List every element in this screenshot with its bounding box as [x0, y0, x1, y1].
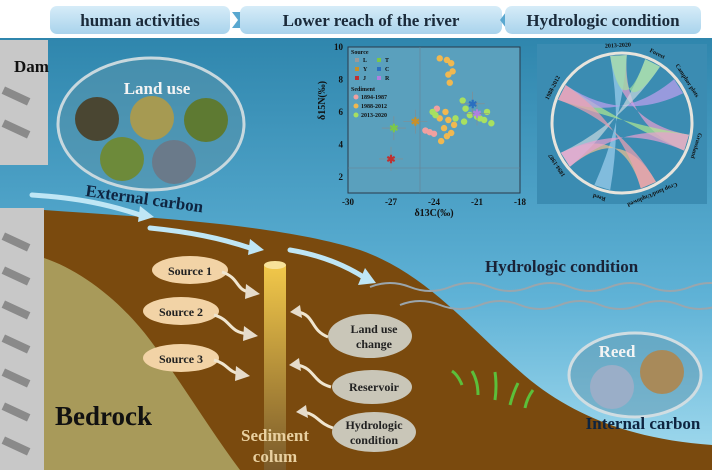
- source-3: Source 3: [143, 344, 219, 372]
- sediment-point: [446, 79, 453, 86]
- sediment-point: [460, 118, 468, 125]
- x-axis-label: δ13C(‰): [414, 208, 453, 219]
- y-tick-label: 4: [339, 139, 344, 149]
- forest-photo: [75, 97, 119, 141]
- sediment-point: [483, 108, 491, 116]
- sediment-point: [462, 105, 469, 112]
- legend-sediment-item: 1988-2012: [361, 104, 387, 110]
- hydrologic-waves: [369, 282, 712, 310]
- sediment-point: [429, 108, 436, 116]
- y-tick-label: 8: [339, 74, 344, 84]
- legend-source-item: C: [385, 67, 389, 73]
- header-pill-right: [505, 6, 701, 34]
- source-marker: ✱: [389, 123, 398, 135]
- chord-ribbon: [558, 79, 684, 108]
- legend-sediment-item: 2013-2020: [361, 113, 387, 119]
- header-pill-middle: [240, 6, 502, 34]
- sediment-point: [452, 115, 459, 122]
- header-pill-left: [50, 6, 230, 34]
- shrub-photo: [184, 98, 228, 142]
- driver-reservoir: Reservoir: [332, 370, 412, 404]
- chord-label: 2013-2020: [605, 42, 631, 49]
- hydrologic-condition-label: Hydrologic condition: [485, 257, 639, 276]
- y-tick-label: 6: [339, 107, 344, 117]
- svg-text:Source 2: Source 2: [159, 305, 203, 319]
- source-marker: ✱: [411, 117, 420, 129]
- meadow-photo: [100, 137, 144, 181]
- sediment-point: [437, 137, 445, 145]
- chord-label: Reed: [592, 192, 607, 202]
- sediment-point: [445, 116, 452, 124]
- reed-plants: [451, 369, 535, 409]
- source-1: Source 1: [152, 256, 228, 284]
- reed-photo-2: [640, 350, 684, 394]
- sediment-label-2: colum: [253, 447, 297, 466]
- land-use-title: Land use: [124, 79, 191, 98]
- sediment-point: [459, 97, 466, 104]
- internal-carbon-label: Internal carbon: [586, 414, 701, 433]
- legend-source-item: J: [363, 76, 366, 82]
- svg-text:Land use: Land use: [350, 322, 398, 336]
- header-human-activities: human activities: [80, 11, 200, 30]
- source-2: Source 2: [143, 297, 219, 325]
- driver-land-use-change: Land use change: [328, 314, 412, 358]
- chord-ribbon: [594, 55, 627, 190]
- reed-title: Reed: [599, 342, 636, 361]
- sediment-column: [264, 265, 286, 470]
- sediment-point: [450, 121, 458, 129]
- x-tick-label: -24: [428, 197, 440, 207]
- sediment-point: [448, 60, 455, 67]
- svg-text:change: change: [356, 337, 393, 351]
- driver-hydrologic-condition: Hydrologic condition: [332, 412, 416, 452]
- sediment-point: [436, 55, 443, 62]
- y-axis-label: δ15N(‰): [317, 81, 328, 120]
- source-marker: ✱: [472, 109, 481, 121]
- grassland-photo: [130, 96, 174, 140]
- sediment-point: [442, 108, 449, 116]
- bedrock-label: Bedrock: [55, 401, 152, 431]
- header-bar: human activities Lower reach of the rive…: [50, 6, 701, 34]
- legend-sediment-item: 1894-1987: [361, 95, 387, 101]
- legend-sediment-title: Sediment: [351, 87, 375, 93]
- dam-label: Dam: [14, 57, 49, 76]
- legend-source-item: Y: [363, 67, 368, 73]
- chord-ribbon: [560, 132, 689, 167]
- header-lower-reach: Lower reach of the river: [283, 11, 460, 30]
- svg-text:condition: condition: [350, 433, 398, 447]
- svg-text:Reservoir: Reservoir: [349, 380, 400, 394]
- y-tick-label: 2: [339, 172, 344, 182]
- sediment-point: [476, 115, 484, 122]
- legend-source-item: T: [385, 58, 389, 64]
- sediment-point: [448, 129, 455, 137]
- legend-source-item: L: [363, 58, 367, 64]
- svg-text:Source 1: Source 1: [168, 264, 212, 278]
- reed-photo-1: [590, 365, 634, 409]
- source-marker: ✱: [386, 154, 395, 166]
- legend-source-item: R: [385, 76, 390, 82]
- x-tick-label: -21: [471, 197, 483, 207]
- sediment-point: [445, 71, 452, 78]
- sediment-label-1: Sediment: [241, 426, 309, 445]
- sediment-point: [440, 124, 448, 132]
- chord-ribbon: [558, 84, 656, 189]
- chord-ribbon: [610, 55, 661, 93]
- sediment-point: [488, 120, 495, 127]
- x-tick-label: -30: [342, 197, 354, 207]
- source-marker: ✱: [468, 99, 477, 111]
- x-tick-label: -27: [385, 197, 397, 207]
- y-tick-label: 10: [334, 42, 344, 52]
- legend-source-title: Source: [351, 50, 369, 56]
- dam-stripes: [1, 86, 31, 456]
- svg-text:Source 3: Source 3: [159, 352, 203, 366]
- sediment-point: [430, 130, 438, 137]
- header-hydrologic-condition: Hydrologic condition: [526, 11, 680, 30]
- bedrock-area: [44, 258, 240, 470]
- external-carbon-arrows: [29, 192, 368, 281]
- x-tick-label: -18: [514, 197, 526, 207]
- svg-text:Hydrologic: Hydrologic: [345, 418, 403, 432]
- reservoir-photo: [152, 140, 196, 184]
